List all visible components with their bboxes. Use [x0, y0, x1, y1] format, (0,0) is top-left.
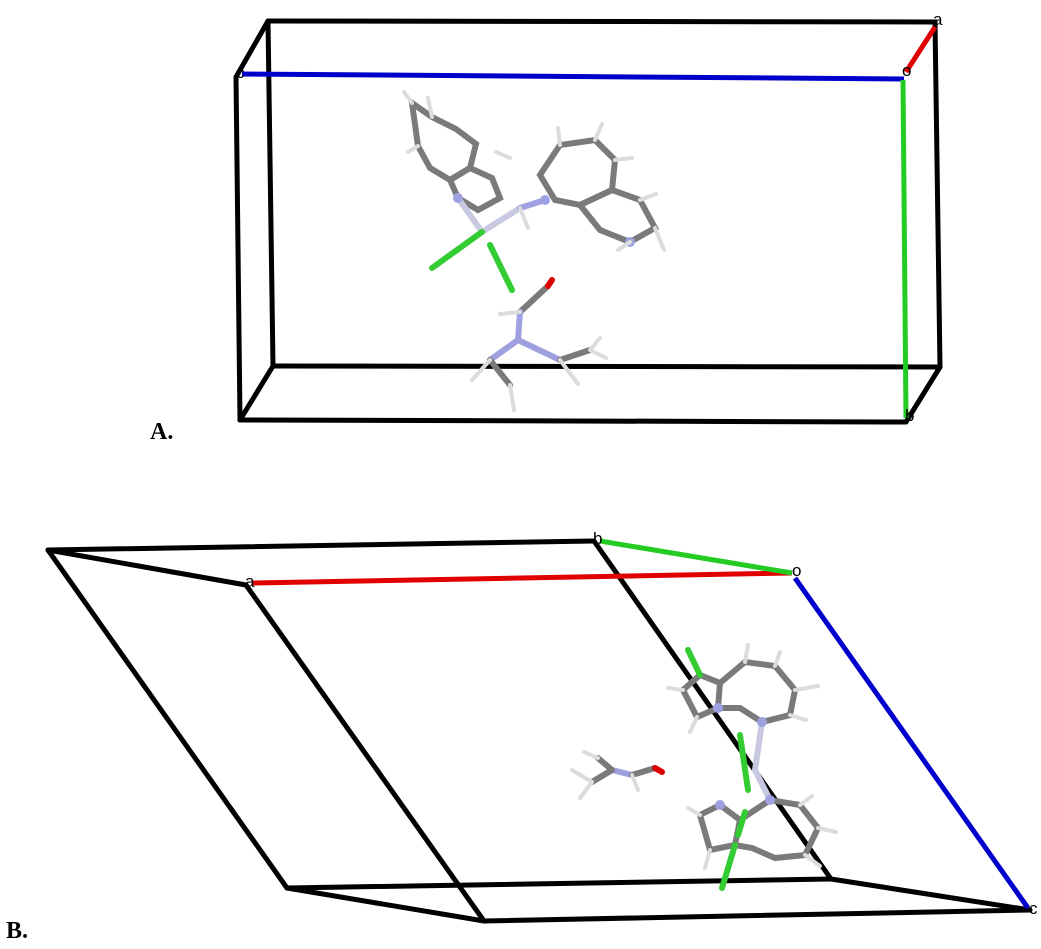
panel-b-cl-bond-1: [737, 732, 751, 793]
panel-b-axis-a: [251, 570, 793, 586]
panel-b-cl-top: [685, 647, 703, 678]
panel-b-cl-bottom: [719, 842, 738, 891]
panel-a-ring-left-5: [446, 164, 504, 214]
panel-a-unit-cell: o a b c: [233, 10, 943, 425]
panel-b-metal-complex: [666, 643, 838, 891]
panel-b-label: B.: [6, 918, 29, 944]
panel-a-axis-c: [241, 71, 905, 82]
panel-b-axis-c: [792, 576, 1031, 910]
panel-a-solvent-molecule: [470, 277, 608, 412]
panel-a-a-label: a: [933, 10, 943, 29]
panel-b-ring-bot-6: [732, 796, 822, 862]
panel-a-ring-right-6: [536, 136, 619, 209]
panel-b-ring-top-5: [679, 671, 724, 721]
panel-a-origin-label: o: [902, 61, 911, 80]
panel-a-label: A.: [150, 419, 174, 445]
panel-a-cl-bond-1: [429, 229, 485, 271]
panel-b-axis-b: [599, 538, 793, 576]
panel-b-c-label: c: [1029, 899, 1038, 918]
panel-a-axis-a: [903, 25, 938, 74]
panel-a-b-label: b: [905, 406, 914, 425]
panel-b-solvent-molecule: [570, 750, 665, 800]
panel-a-cl-bond-2: [487, 242, 515, 293]
panel-b-cl-bond-2: [735, 809, 748, 838]
panel-b-origin-label: o: [792, 561, 801, 580]
panel-a-cell-edges: [233, 18, 943, 425]
panel-b-cell-edges: [45, 538, 1033, 924]
panel-a-axis-b: [900, 79, 909, 419]
panel-a-c-label: c: [236, 63, 245, 82]
panel-a-metal-complex: [402, 90, 666, 293]
panel-b-ring-top-6: [715, 658, 799, 726]
panel-b-b-label: b: [593, 529, 602, 548]
panel-b-unit-cell: o a b c: [45, 529, 1038, 924]
panel-b-a-label: a: [245, 572, 255, 591]
